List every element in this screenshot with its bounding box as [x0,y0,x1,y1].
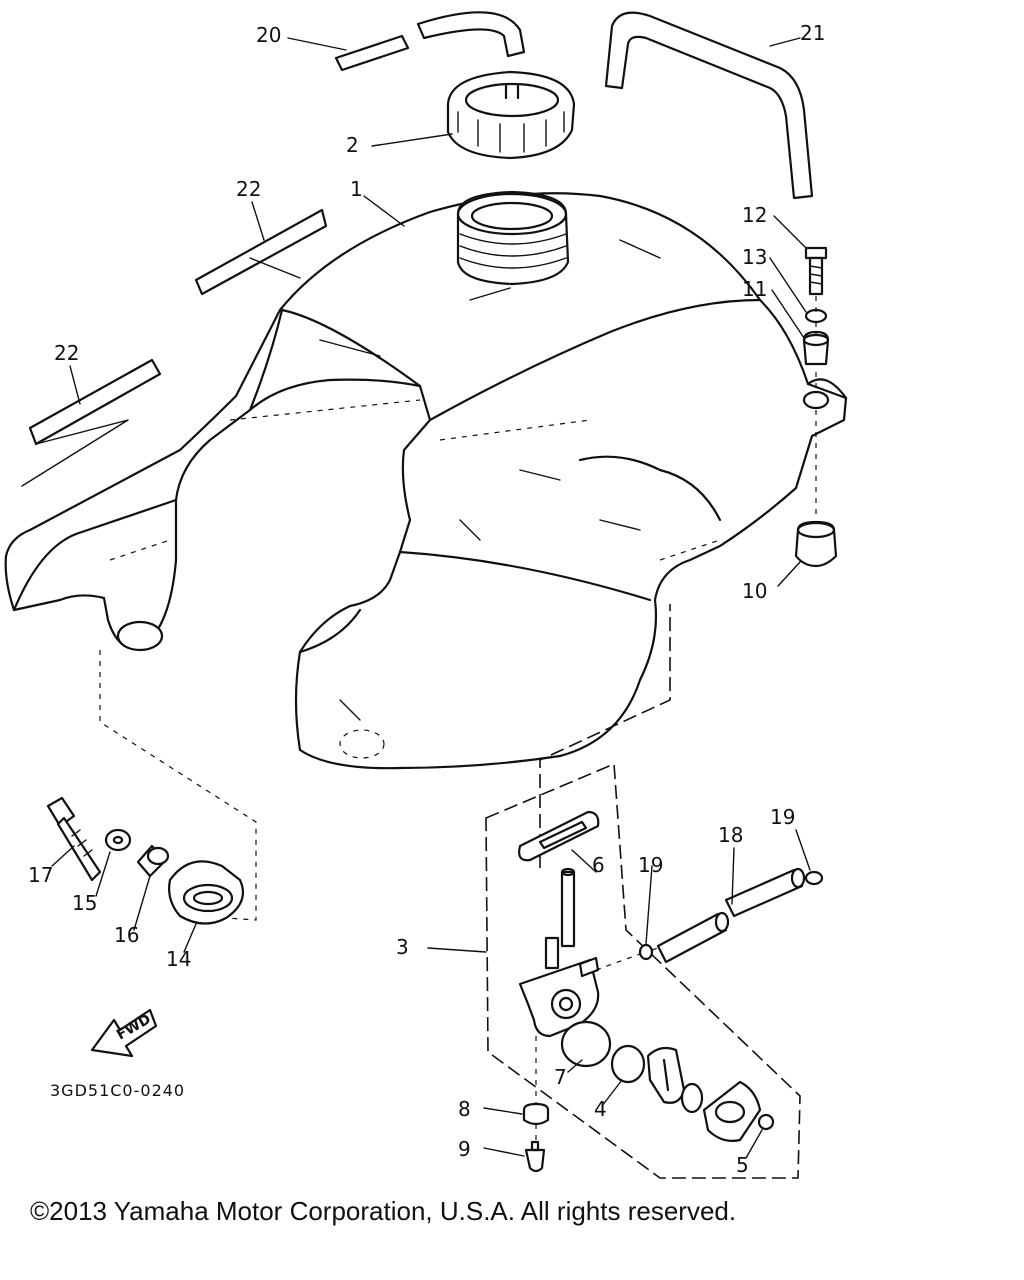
forward-direction-arrow: FWD [90,1008,158,1058]
label-part-3: 3 [396,935,409,959]
label-part-12: 12 [742,203,767,227]
part-18-fuel-hose [656,867,806,964]
part-lever [646,1046,686,1104]
part-2-fuel-cap [446,70,576,160]
label-part-10: 10 [742,579,767,603]
part-22-rubber-strip-upper [194,208,328,296]
part-19-clip-lower [638,943,654,961]
drawing-code: 3GD51C0-0240 [50,1081,185,1100]
label-part-15: 15 [72,891,97,915]
part-plate [702,1080,762,1142]
label-part-22-lower: 22 [54,341,79,365]
part-8-filter [522,1102,550,1126]
part-12-bolt [804,246,828,296]
label-part-8: 8 [458,1097,471,1121]
label-part-4: 4 [594,1097,607,1121]
label-part-20: 20 [256,23,281,47]
part-1-fuel-tank [4,190,848,770]
part-15-washer [104,828,132,852]
part-19-clip-upper [804,870,824,886]
copyright-notice: ©2013 Yamaha Motor Corporation, U.S.A. A… [30,1196,737,1226]
part-17-bolt [46,796,102,882]
label-part-18: 18 [718,823,743,847]
part-9-drain [524,1140,546,1173]
label-part-16: 16 [114,923,139,947]
part-5-screw [757,1113,775,1131]
part-22-rubber-strip-lower [21,358,162,487]
part-3-fuel-cock [518,867,600,1038]
label-part-1: 1 [350,177,363,201]
label-part-21: 21 [800,21,825,45]
part-14-grommet [168,860,244,925]
part-11-collar [802,330,830,366]
part-20-hose [334,11,526,72]
label-part-11: 11 [742,277,767,301]
label-part-7: 7 [554,1065,567,1089]
part-10-damper [794,520,838,568]
label-part-13: 13 [742,245,767,269]
label-part-5: 5 [736,1153,749,1177]
label-part-19-upper: 19 [770,805,795,829]
part-16-collar [136,844,170,878]
label-part-2: 2 [346,133,359,157]
part-21-breather-hose [604,11,814,200]
label-part-19-lower: 19 [638,853,663,877]
part-7-diaphragm [560,1020,612,1068]
label-part-14: 14 [166,947,191,971]
label-part-22-upper: 22 [236,177,261,201]
part-4-o-ring [610,1044,646,1084]
part-seal [680,1082,704,1114]
fuel-tank-exploded-diagram: FWD 3GD51C0-0240 20 21 2 1 22 22 12 13 1… [4,11,848,1179]
label-part-6: 6 [592,853,605,877]
label-part-9: 9 [458,1137,471,1161]
label-part-17: 17 [28,863,53,887]
part-6-gasket [518,810,600,862]
